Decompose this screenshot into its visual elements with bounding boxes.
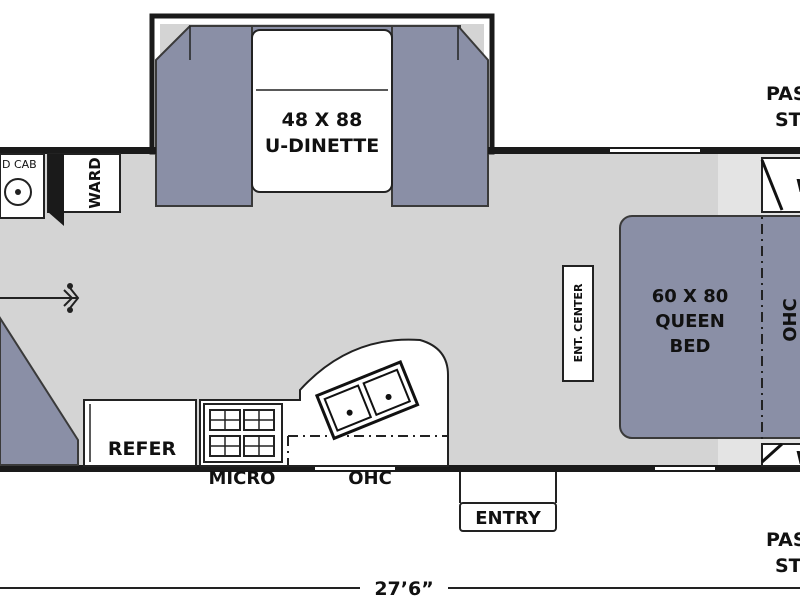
bottom-window-1 — [315, 467, 395, 470]
entry-label: ENTRY — [475, 508, 542, 529]
dinette-left-cushion — [155, 25, 253, 207]
dinette-size-label: 48 X 88 — [282, 109, 363, 131]
wardrobe-right-bot-label: W — [796, 448, 800, 469]
kitchen: REFER MICRO OHC — [83, 338, 449, 489]
pass-side-top-1: PAS — [766, 83, 800, 105]
sink-drain — [15, 189, 21, 195]
bed-type-label-2: BED — [670, 336, 711, 357]
front-sofa — [0, 316, 79, 466]
bottom-wall — [0, 465, 800, 472]
bed-type-label-1: QUEEN — [655, 311, 725, 332]
wardrobe-door — [48, 154, 64, 226]
length-label: 27’6” — [374, 578, 433, 600]
bottom-window-2 — [655, 467, 715, 470]
stove-burners — [209, 409, 275, 457]
refrigerator — [83, 399, 197, 467]
marker-arrow — [63, 287, 80, 309]
ohc-bedroom-label: OHC — [780, 298, 800, 342]
top-wall-left — [0, 147, 156, 154]
bedroom: 60 X 80 QUEEN BED OHC W W — [619, 157, 800, 469]
kitchen-sink — [314, 360, 420, 441]
ent-center-label: ENT. CENTER — [572, 283, 585, 362]
bed-size-label: 60 X 80 — [652, 286, 729, 307]
pass-side-top-2: ST — [775, 109, 800, 131]
refer-label: REFER — [108, 438, 177, 460]
entertainment-center — [562, 265, 594, 382]
top-window — [610, 149, 700, 152]
wardrobe-label: WARD — [86, 157, 104, 208]
queen-bed — [619, 215, 800, 439]
u-dinette: 48 X 88 U-DINETTE — [155, 25, 489, 207]
dinette-table — [251, 29, 393, 193]
cabinet-label: D CAB — [2, 158, 37, 171]
wardrobe-right-top-label: W — [796, 176, 800, 197]
ohc-kitchen-label: OHC — [348, 468, 392, 489]
dinette-right-cushion — [391, 25, 489, 207]
bedroom-wardrobe-top — [761, 157, 800, 213]
pass-side-bot-2: ST — [775, 555, 800, 577]
pass-side-bot-1: PAS — [766, 529, 800, 551]
entry-door — [459, 502, 557, 532]
micro-label: MICRO — [209, 468, 276, 489]
bathroom-area: D CAB WARD — [0, 153, 121, 226]
dinette-name-label: U-DINETTE — [265, 135, 379, 157]
